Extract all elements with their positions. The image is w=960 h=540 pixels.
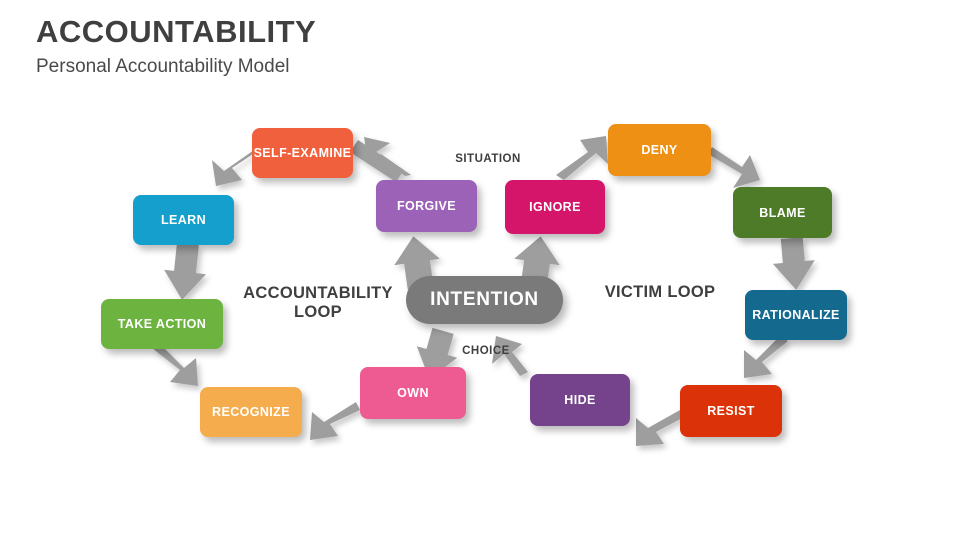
arrow-take-action-to-recognize (152, 344, 198, 386)
label-accountability-loop-line1: ACCOUNTABILITY (243, 284, 393, 302)
node-forgive[interactable]: FORGIVE (376, 180, 477, 232)
header: ACCOUNTABILITY Personal Accountability M… (36, 14, 636, 78)
node-own[interactable]: OWN (360, 367, 466, 419)
page-subtitle: Personal Accountability Model (36, 55, 290, 77)
node-blame-label: BLAME (759, 205, 806, 220)
node-intention[interactable]: INTENTION (406, 276, 563, 324)
arrow-own-to-recognize (310, 402, 360, 440)
node-learn[interactable]: LEARN (133, 195, 234, 245)
arrow-deny-to-blame (708, 147, 760, 188)
arrow-blame-to-rationalize (772, 237, 815, 290)
page-title: ACCOUNTABILITY (36, 14, 317, 49)
node-take-action[interactable]: TAKE ACTION (101, 299, 223, 349)
arrow-rationalize-to-resist (744, 336, 788, 378)
label-situation: SITUATION (455, 153, 521, 165)
node-deny-label: DENY (641, 143, 678, 157)
label-accountability-loop-line2: LOOP (294, 303, 342, 322)
node-rationalize-label: RATIONALIZE (752, 308, 840, 322)
label-choice: CHOICE (462, 345, 510, 357)
arrow-forgive-to-self-examine (364, 137, 411, 176)
node-recognize-label: RECOGNIZE (212, 405, 290, 419)
node-rationalize[interactable]: RATIONALIZE (745, 290, 847, 340)
node-forgive-label: FORGIVE (396, 199, 457, 213)
node-blame[interactable]: BLAME (733, 187, 832, 238)
node-self-examine-label: SELF-EXAMINE (253, 146, 352, 160)
node-resist[interactable]: RESIST (680, 385, 782, 437)
node-deny[interactable]: DENY (608, 124, 711, 176)
node-resist-label: RESIST (707, 404, 755, 418)
node-hide-label: HIDE (564, 393, 596, 407)
arrow-resist-to-hide (636, 410, 686, 446)
label-victim-loop: VICTIM LOOP (604, 283, 716, 301)
node-learn-label: LEARN (160, 213, 207, 227)
node-self-examine[interactable]: SELF-EXAMINE (252, 128, 353, 178)
node-recognize[interactable]: RECOGNIZE (200, 387, 302, 437)
arrow-ignore-to-deny (556, 136, 608, 180)
node-hide[interactable]: HIDE (530, 374, 630, 426)
node-intention-label: INTENTION (430, 289, 539, 310)
arrow-learn-to-take-action (164, 243, 206, 300)
node-take-action-label: TAKE ACTION (117, 317, 207, 331)
label-accountability-loop: ACCOUNTABILITY LOOP (228, 284, 408, 323)
node-ignore[interactable]: IGNORE (505, 180, 605, 234)
node-ignore-label: IGNORE (529, 200, 581, 214)
node-own-label: OWN (397, 386, 429, 400)
arrow-forgive-to-self-examine-tail (350, 140, 404, 182)
